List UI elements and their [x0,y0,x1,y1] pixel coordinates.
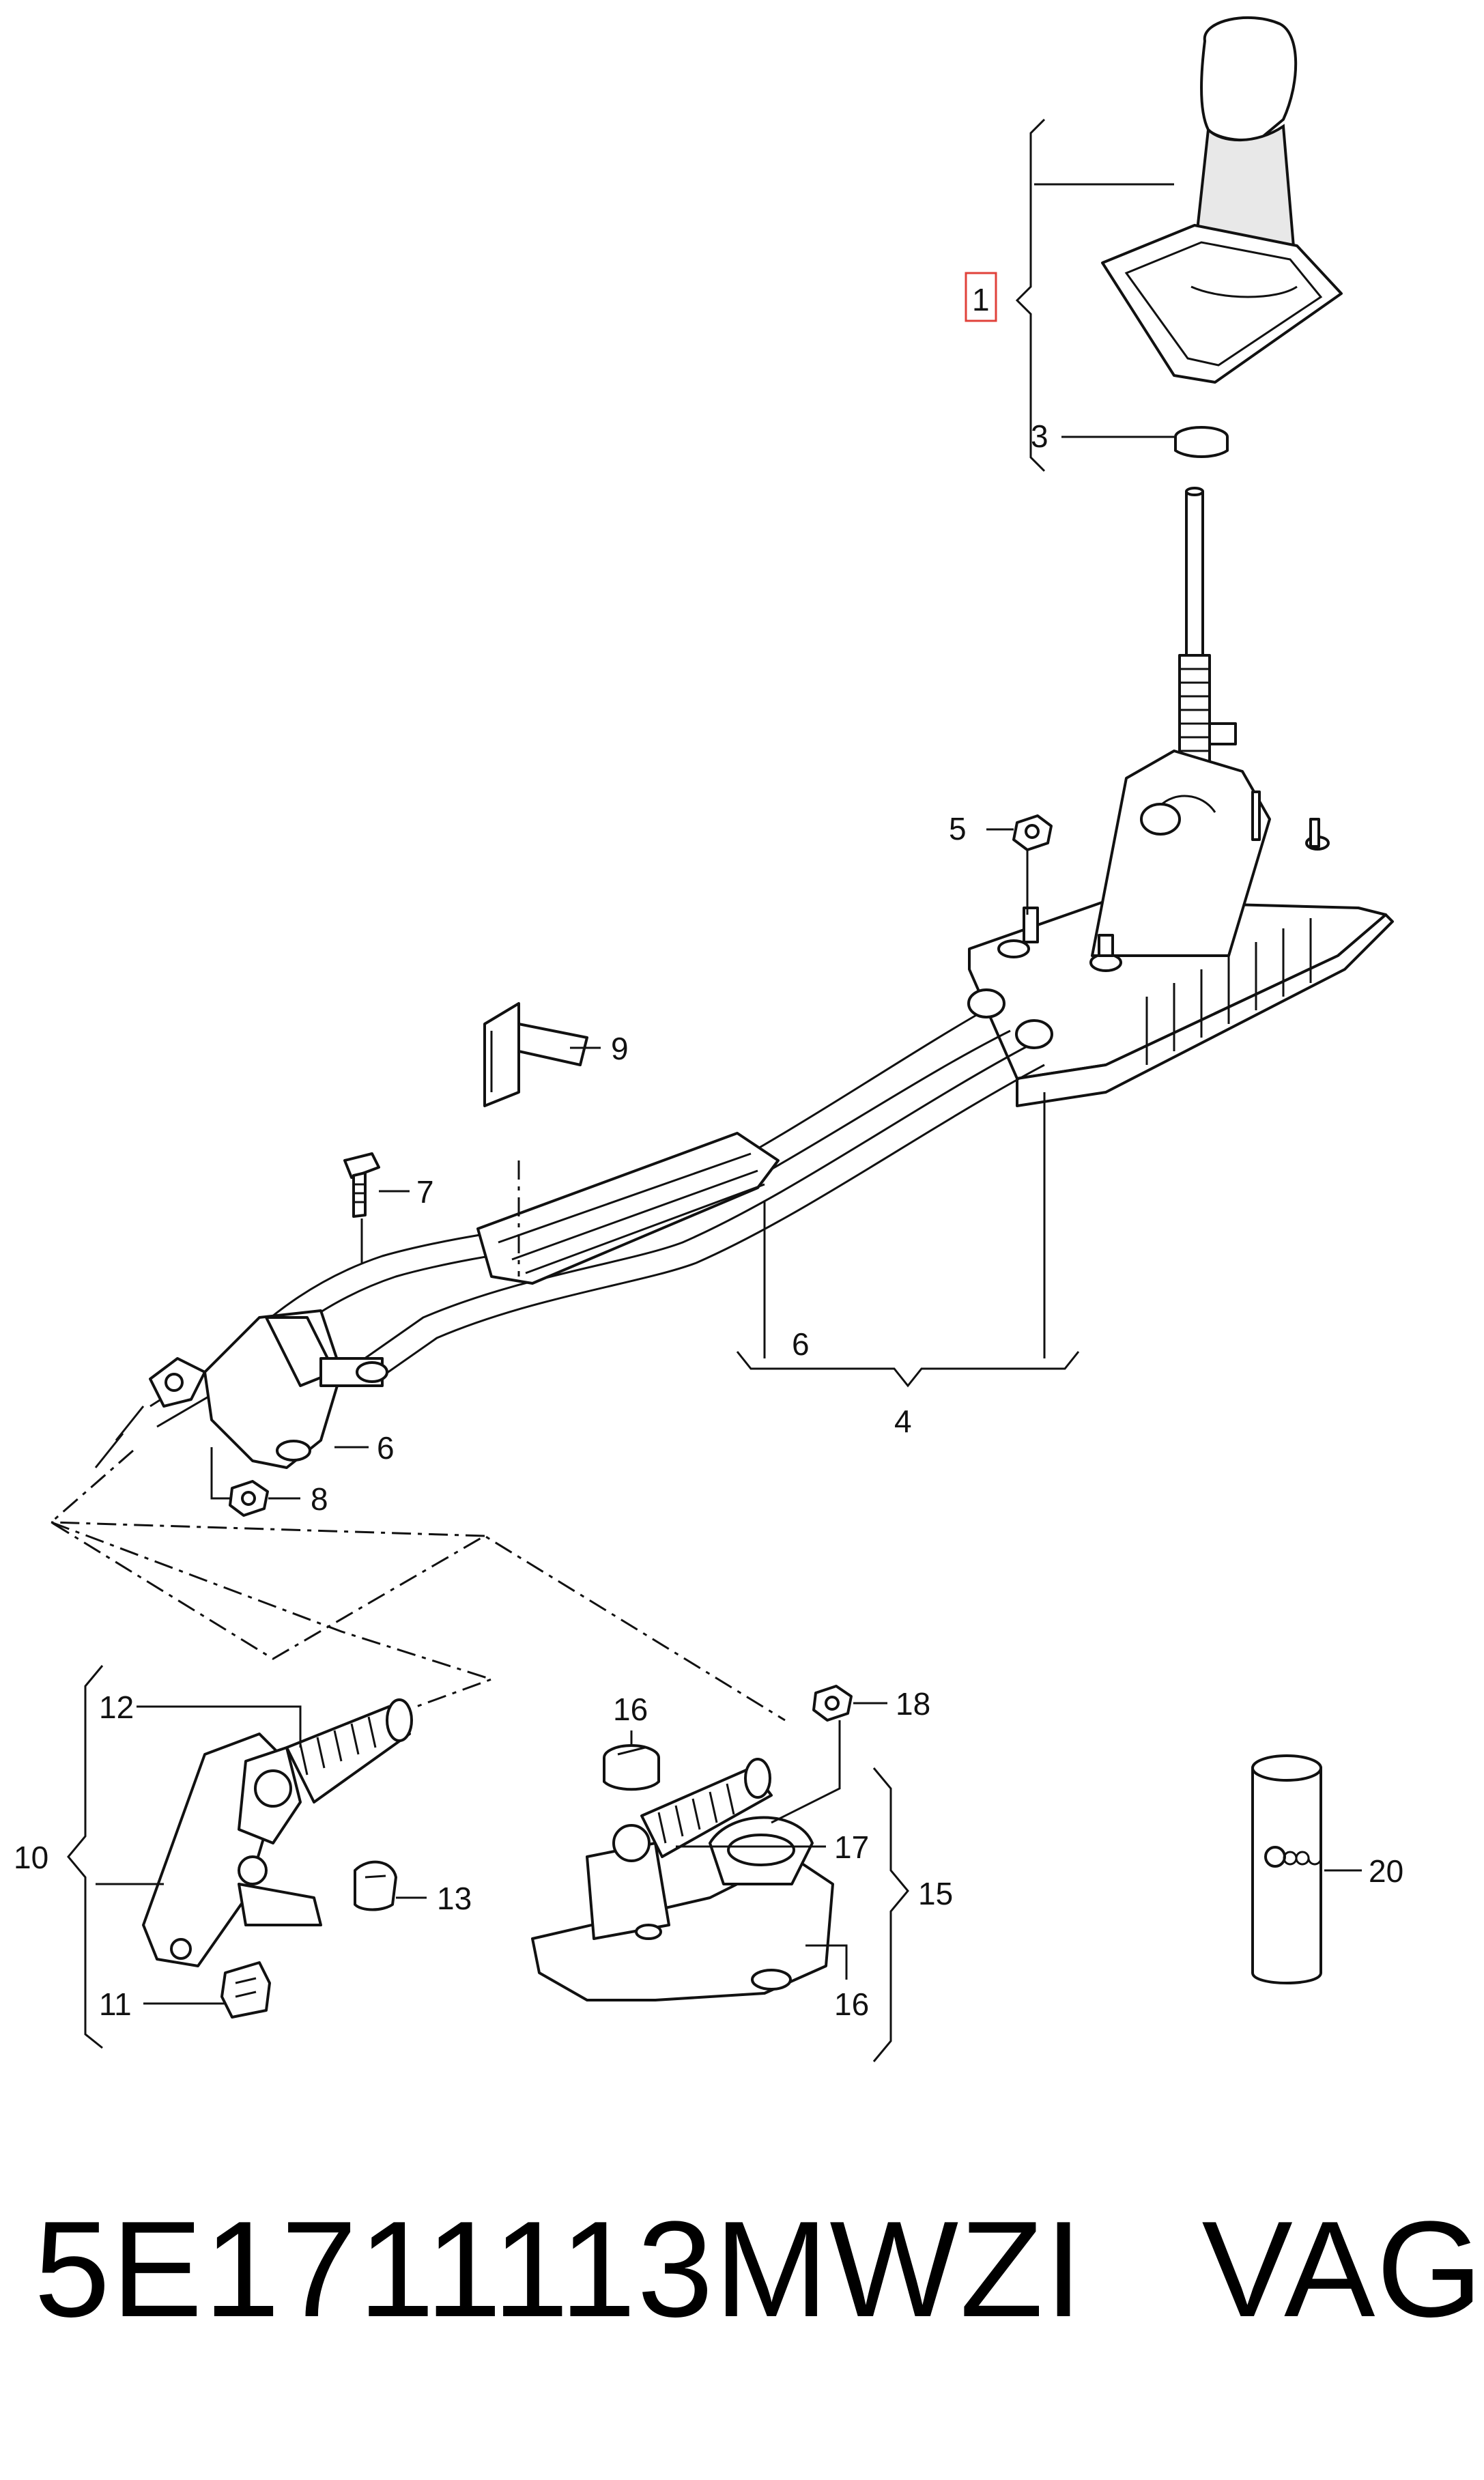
gearbox-lever-assembly[interactable] [142,1698,413,1967]
callout-16-lower[interactable]: 16 [834,1986,869,2022]
leader-lines [67,118,1362,2062]
callout-11[interactable]: 11 [99,1986,132,2022]
callout-6-lower[interactable]: 6 [377,1430,395,1466]
callout-18[interactable]: 18 [896,1686,930,1722]
callout-4[interactable]: 4 [894,1403,912,1439]
part-number-caption: 5E1711113MWZI VAG [34,2193,1484,2346]
relay-lever-assembly[interactable] [531,1758,834,2001]
callout-8[interactable]: 8 [311,1481,328,1517]
cable-clip-9[interactable] [483,1002,588,1107]
shift-lever-rod [1178,487,1237,766]
callout-7[interactable]: 7 [416,1174,434,1210]
callout-labels: 1 3 5 9 7 6 4 6 8 12 16 18 10 17 13 15 2… [14,282,1403,2022]
exploded-parts-diagram: 1 3 5 9 7 6 4 6 8 12 16 18 10 17 13 15 2… [14,16,1403,2062]
callout-16-upper[interactable]: 16 [613,1692,648,1727]
bolt-7[interactable] [343,1152,380,1218]
callout-5[interactable]: 5 [949,811,967,846]
hex-nut-18[interactable] [812,1685,853,1722]
callout-1[interactable]: 1 [972,282,990,317]
callout-15[interactable]: 15 [918,1876,953,1911]
callout-17[interactable]: 17 [834,1829,869,1865]
lubricant-tube-20[interactable] [1251,1754,1322,1984]
callout-6-upper[interactable]: 6 [792,1326,810,1362]
damper-block-11[interactable] [220,1961,271,2019]
lock-clip-13[interactable] [354,1860,397,1911]
cable-bracket[interactable] [94,1309,388,1469]
hex-nut-5[interactable] [1012,814,1053,851]
callout-9[interactable]: 9 [611,1031,629,1066]
gear-shift-housing[interactable] [968,750,1394,1107]
selected-part-highlight [965,272,997,322]
callout-10[interactable]: 10 [14,1840,48,1875]
callout-3[interactable]: 3 [1031,418,1048,454]
callout-13[interactable]: 13 [437,1881,472,1916]
callout-20[interactable]: 20 [1369,1853,1403,1889]
callout-12[interactable]: 12 [99,1690,134,1725]
gear-knob-boot[interactable] [1101,16,1343,384]
connection-lines [49,1160,786,1722]
bush-16[interactable] [603,1744,660,1791]
retaining-clip[interactable] [1174,426,1229,458]
hex-nut-8[interactable] [229,1480,269,1517]
